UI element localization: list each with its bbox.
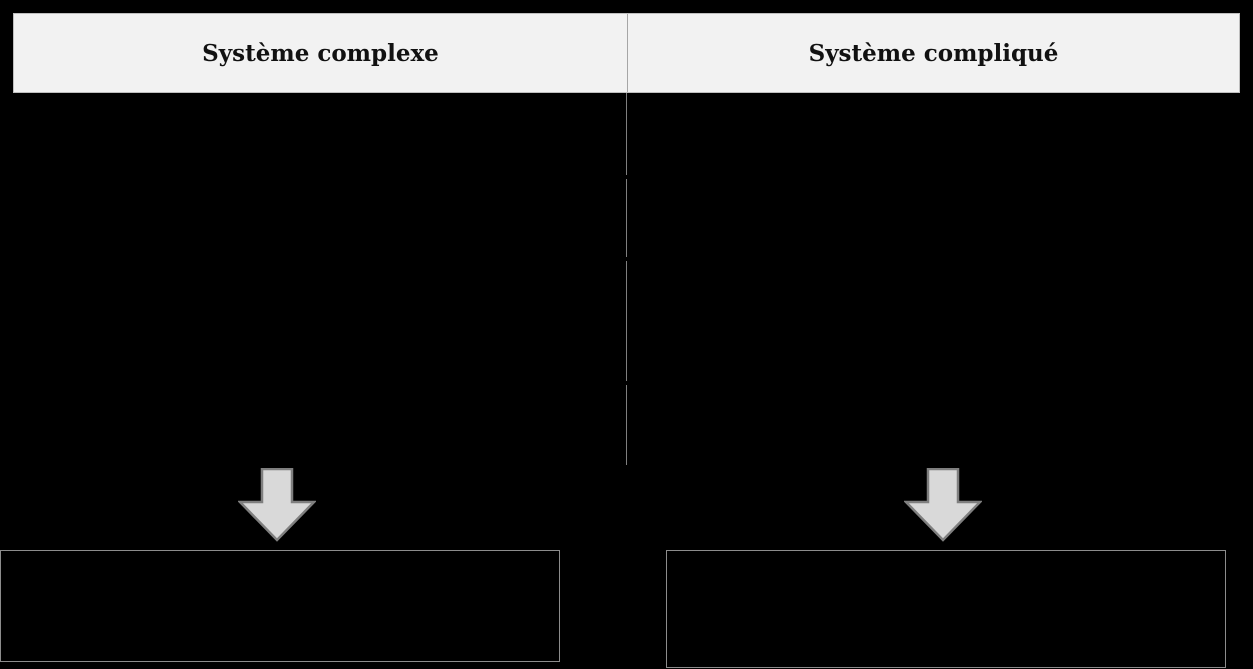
down-arrow-icon (904, 468, 982, 542)
divider-gap (626, 381, 627, 385)
down-arrow-icon (238, 468, 316, 542)
header-divider (627, 14, 628, 92)
divider-gap (626, 175, 627, 179)
divider-gap (626, 257, 627, 261)
column-divider (626, 93, 627, 465)
complex-system-title: Système complexe (202, 39, 439, 67)
comparison-header: Système complexe Système compliqué (13, 13, 1240, 93)
complex-system-result-box (0, 550, 560, 662)
complicated-system-result-box (666, 550, 1226, 668)
complicated-system-title: Système compliqué (808, 39, 1059, 67)
